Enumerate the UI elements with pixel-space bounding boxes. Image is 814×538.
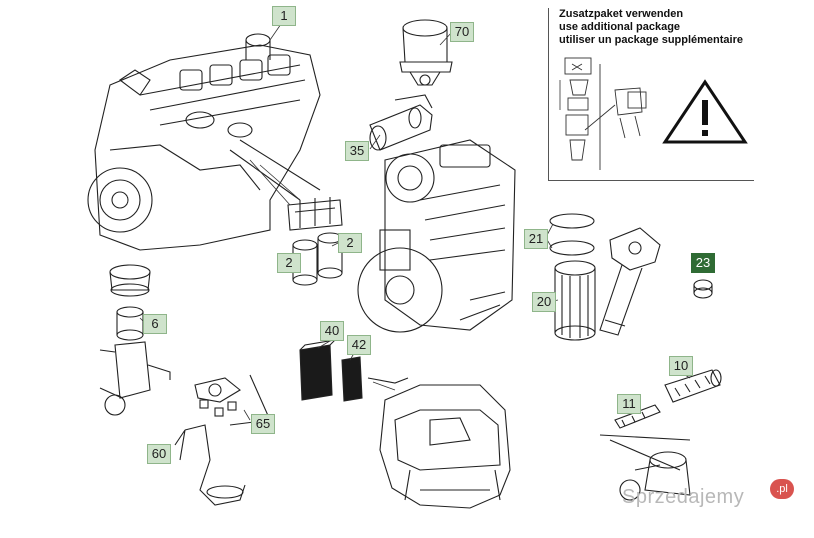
callout-42: 42 [347, 335, 371, 355]
callout-70: 70 [450, 22, 474, 42]
callout-21: 21 [524, 229, 548, 249]
engine-drawing [87, 33, 321, 251]
callout-35: 35 [345, 141, 369, 161]
air-filter-drawing [99, 264, 171, 416]
filter-housing-drawing [599, 227, 661, 336]
callout-1: 1 [272, 6, 296, 26]
fuel-filter-drawing [614, 369, 722, 429]
notice-line-french: utiliser un package supplémentaire [559, 34, 744, 46]
filter-bowl-drawing [599, 434, 691, 501]
callout-60: 60 [147, 444, 171, 464]
callout-20: 20 [532, 292, 556, 312]
cabin-filter-drawing [299, 339, 363, 402]
notice-line-german: Zusatzpaket verwenden [559, 8, 684, 20]
callout-10: 10 [669, 356, 693, 376]
callout-11: 11 [617, 394, 641, 414]
callout-2-right: 2 [338, 233, 362, 253]
o-ring-drawing [549, 213, 595, 256]
additional-package-notice: Zusatzpaket verwenden use additional pac… [548, 8, 754, 181]
warning-triangle-icon [662, 79, 748, 144]
starter-drawing [369, 94, 433, 151]
plug-drawing [693, 279, 713, 299]
callout-23: 23 [691, 253, 715, 273]
callout-40: 40 [320, 321, 344, 341]
callout-6: 6 [143, 314, 167, 334]
air-dryer-drawing [399, 19, 453, 86]
watermark-badge: .pl [770, 479, 794, 499]
callout-2-left: 2 [277, 253, 301, 273]
joystick-drawing [174, 374, 271, 506]
callout-65: 65 [251, 414, 275, 434]
oil-filter-drawing [287, 197, 343, 286]
cabin-drawing [367, 377, 511, 509]
transmission-drawing [357, 139, 516, 333]
hydraulic-filter-drawing [554, 260, 596, 341]
watermark-text: Sprzedajemy [622, 486, 745, 508]
notice-line-english: use additional package [559, 21, 681, 33]
package-pictogram [564, 57, 647, 170]
